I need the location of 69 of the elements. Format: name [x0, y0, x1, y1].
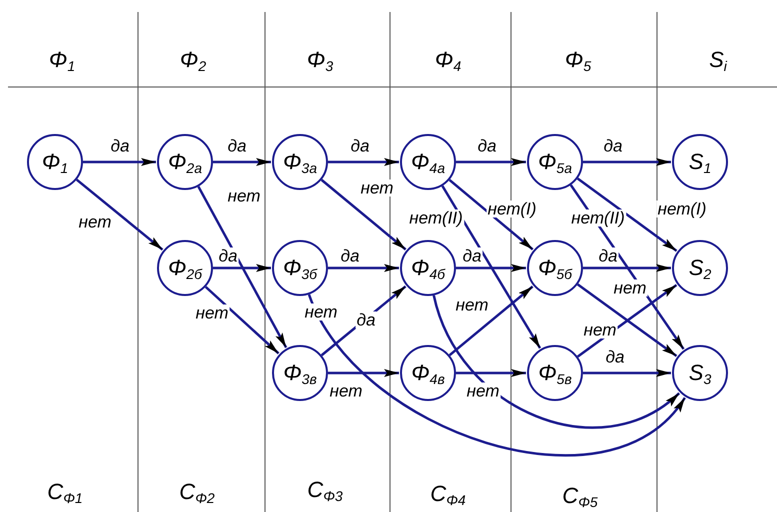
column-footer: C$_{Φ5}$: [562, 485, 598, 507]
column-header: Φ$_{2}$: [180, 49, 206, 71]
arrow: [441, 185, 542, 349]
column-header: Φ$_{5}$: [564, 49, 592, 71]
node-label: S$_{1}$: [688, 151, 712, 173]
arrow: [448, 178, 534, 250]
edge-label: да: [602, 138, 624, 154]
edge-label: нет: [194, 304, 230, 322]
arrow: [320, 178, 406, 250]
column-footer: C$_{Φ3}$: [307, 479, 343, 501]
node-label: Φ$_{3б}$: [282, 257, 318, 279]
arrow: [328, 158, 399, 166]
node-label: Φ$_{2а}$: [168, 151, 202, 173]
arrow: [76, 178, 164, 251]
edge-label: да: [110, 138, 130, 154]
node-label: Φ$_{2б}$: [168, 257, 202, 279]
node-label: Φ$_{3в}$: [283, 362, 317, 384]
column-header: Φ$_{1}$: [48, 49, 76, 71]
edge-label: нет: [612, 280, 648, 296]
column-header: S$_{i}$: [709, 49, 727, 71]
edge-label: да: [350, 138, 370, 154]
node-label: Φ$_{3а}$: [283, 151, 317, 173]
node-label: S$_{2}$: [688, 257, 712, 279]
arrow: [328, 264, 399, 272]
edge-label: да: [356, 312, 376, 328]
edge-label: да: [218, 248, 238, 264]
arrow: [576, 178, 678, 252]
column-header: Φ$_{3}$: [306, 49, 334, 71]
column-header: Φ$_{4}$: [434, 49, 462, 71]
column-footer: C$_{Φ1}$: [47, 481, 83, 503]
arrow: [448, 286, 534, 356]
edge-label: да: [462, 248, 482, 264]
arrow: [456, 264, 526, 272]
edge-label: да: [598, 248, 618, 264]
node-label: Φ$_{5б}$: [538, 257, 572, 279]
arrow: [320, 285, 406, 356]
node-label: Φ$_{4б}$: [410, 257, 446, 279]
edge-label: нет(I): [656, 200, 708, 218]
arrow: [456, 158, 526, 166]
node-label: Φ$_{4а}$: [411, 151, 445, 173]
edge-label: нет(I): [486, 200, 538, 218]
edge-label: да: [226, 138, 248, 154]
arrow: [213, 264, 271, 272]
arrow: [456, 369, 526, 377]
arrow: [197, 186, 288, 348]
edge-label: нет: [466, 382, 500, 400]
arrow: [204, 286, 280, 354]
edge-label: нет(II): [408, 210, 464, 226]
arrow: [83, 158, 156, 166]
arrow: [583, 264, 671, 272]
edge-label: нет(II): [570, 210, 626, 226]
arrow: [308, 294, 686, 457]
arrow: [213, 158, 271, 166]
node-label: S$_{3}$: [688, 362, 712, 384]
edge-label: да: [340, 248, 360, 264]
edge-label: нет: [360, 180, 394, 196]
column-footer: C$_{Φ2}$: [179, 481, 215, 503]
arrow: [583, 158, 671, 166]
column-footer: C$_{Φ4}$: [430, 483, 466, 505]
edge-label: нет: [304, 304, 338, 320]
node-label: Φ$_{5в}$: [538, 362, 572, 384]
arrow: [583, 369, 671, 377]
node-label: Φ$_{4в}$: [411, 362, 445, 384]
arrow: [432, 295, 680, 429]
node-label: Φ$_{1}$: [42, 151, 68, 173]
edge-label: да: [604, 348, 626, 366]
node-label: Φ$_{5а}$: [538, 151, 572, 173]
edge-label: да: [476, 138, 498, 154]
arrow: [328, 369, 399, 377]
